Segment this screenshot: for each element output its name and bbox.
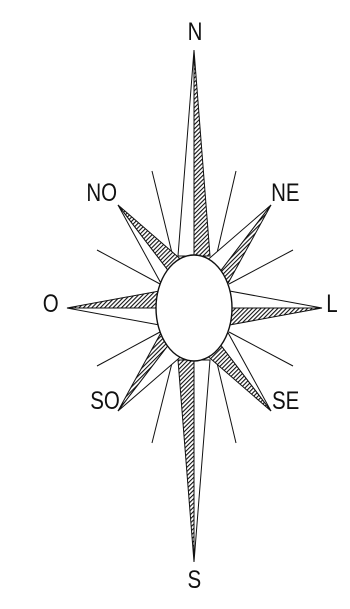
label-south: S	[188, 568, 202, 593]
point-south-right	[194, 360, 210, 562]
point-east-top	[224, 290, 322, 308]
label-north: N	[188, 20, 203, 45]
point-north-left	[178, 50, 194, 256]
point-west-top	[67, 290, 165, 308]
point-east-bottom	[224, 308, 322, 326]
label-southwest: SO	[90, 389, 120, 414]
point-south-left	[178, 360, 194, 562]
label-west: O	[43, 292, 59, 317]
center-ellipse	[156, 255, 232, 361]
point-west-bottom	[67, 308, 165, 326]
label-east: L	[326, 292, 337, 317]
label-northwest: NO	[86, 181, 117, 206]
point-north-right	[194, 50, 210, 256]
label-northeast: NE	[271, 181, 299, 206]
label-southeast: SE	[272, 389, 299, 414]
